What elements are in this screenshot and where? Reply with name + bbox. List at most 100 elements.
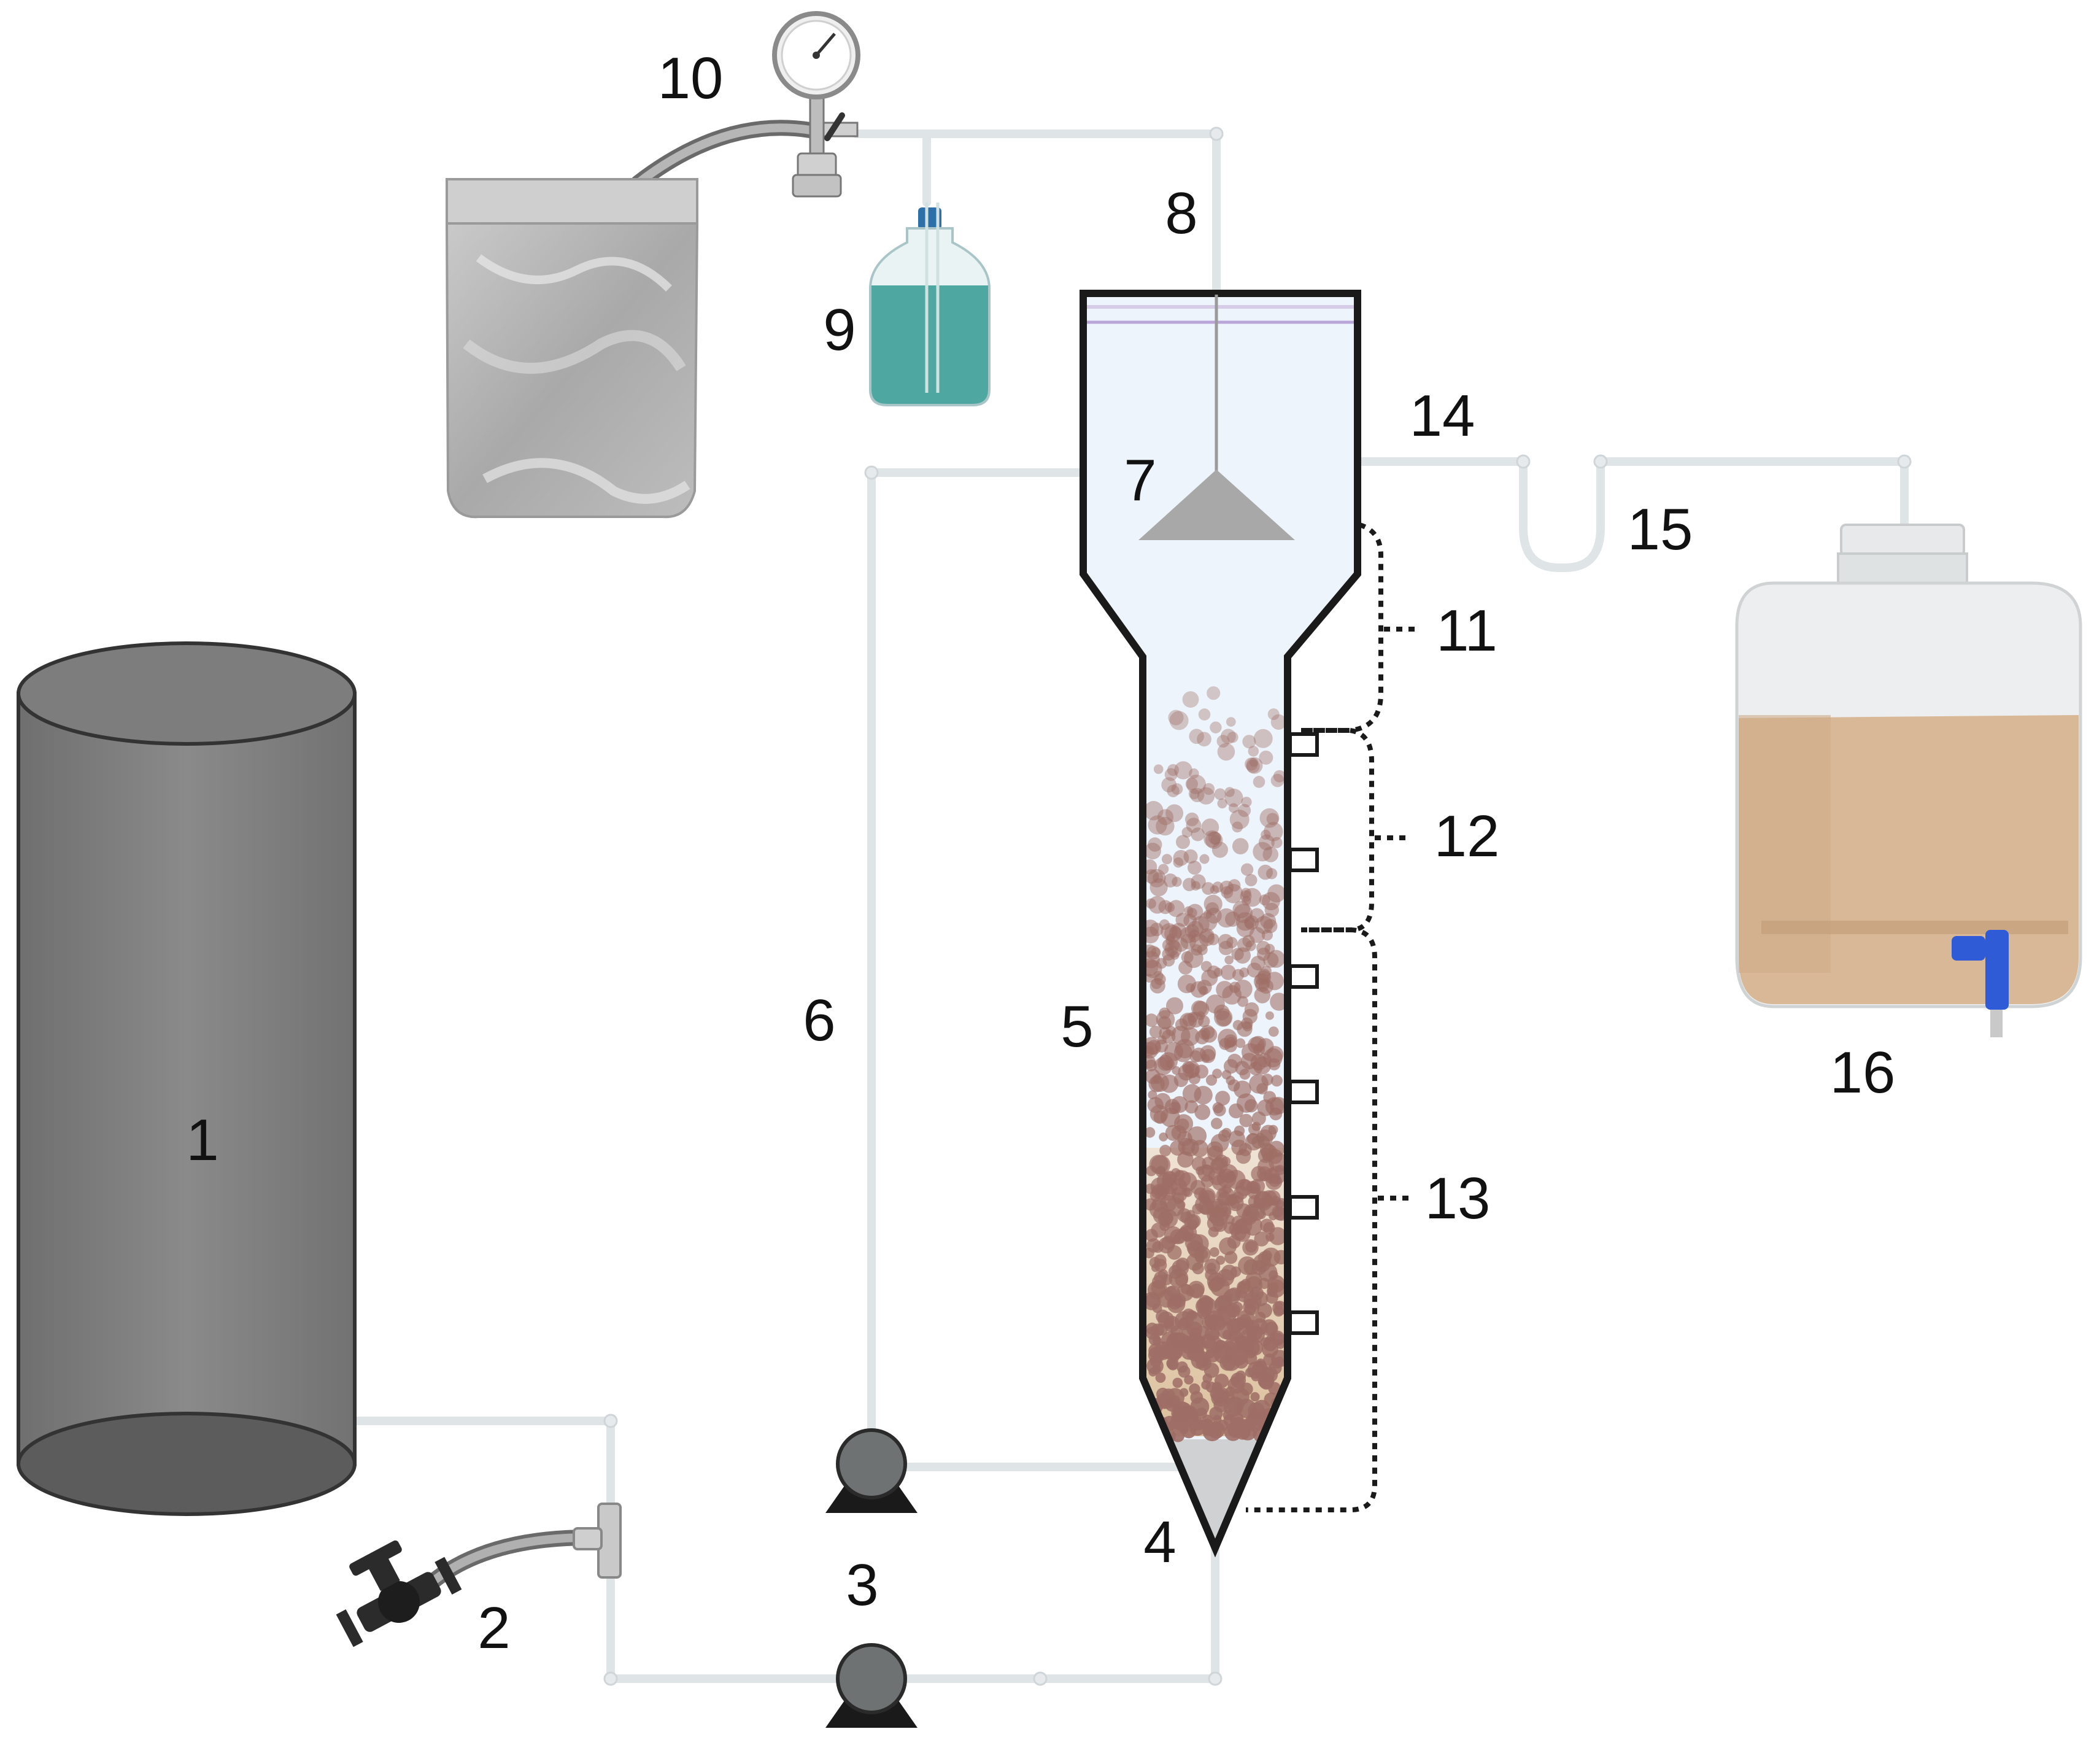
granule	[1167, 1360, 1178, 1371]
label-13: 13	[1425, 1166, 1491, 1231]
granule	[1171, 783, 1183, 795]
granule	[1210, 1134, 1229, 1153]
granule	[1172, 1377, 1183, 1388]
granule	[1259, 808, 1280, 828]
granule	[1227, 732, 1238, 743]
granule	[1232, 838, 1249, 854]
granule	[1184, 948, 1203, 969]
granule	[1169, 711, 1189, 730]
granule	[1258, 1263, 1278, 1282]
label-3: 3	[846, 1552, 878, 1618]
granule	[1267, 950, 1285, 968]
granule	[1260, 1337, 1270, 1347]
granule	[1273, 770, 1286, 783]
granule	[1191, 874, 1206, 889]
granule	[1149, 1256, 1161, 1268]
granule	[1196, 1297, 1213, 1315]
granule	[1248, 1062, 1262, 1075]
granule	[1160, 1395, 1174, 1409]
granule	[1144, 1425, 1162, 1443]
granule	[1157, 1311, 1175, 1328]
granule	[1165, 804, 1184, 822]
feed-tank	[17, 641, 357, 1516]
granule	[1224, 1039, 1237, 1053]
granule	[1231, 1224, 1247, 1241]
label-12: 12	[1434, 803, 1500, 869]
granule	[1226, 717, 1236, 727]
granule	[1211, 1118, 1223, 1129]
granule	[1204, 1258, 1221, 1275]
granule	[1269, 1282, 1279, 1293]
granule	[1263, 919, 1278, 934]
granule	[1190, 1391, 1203, 1404]
granule	[1213, 1217, 1227, 1232]
granule	[1174, 761, 1192, 779]
recirculation-pump	[825, 1428, 918, 1513]
granule	[1191, 827, 1205, 841]
granule	[1239, 1113, 1253, 1128]
granule	[1170, 951, 1180, 960]
granule	[1157, 1054, 1173, 1071]
pressure-gauge	[772, 11, 860, 198]
granule	[1166, 997, 1183, 1015]
label-1: 1	[186, 1107, 218, 1173]
label-14: 14	[1410, 383, 1475, 449]
granule	[1144, 1127, 1156, 1138]
granule	[1207, 686, 1221, 700]
granule	[1145, 1326, 1159, 1340]
granule	[1262, 1152, 1272, 1162]
label-10: 10	[658, 45, 724, 111]
granule	[1258, 1135, 1270, 1148]
granule	[1250, 1286, 1264, 1301]
granule	[1197, 732, 1211, 747]
granule	[1227, 1287, 1242, 1301]
granule	[1232, 821, 1243, 833]
granule	[1180, 1225, 1194, 1240]
granule	[1165, 1099, 1180, 1115]
granule	[1175, 1039, 1195, 1059]
granule	[1143, 801, 1164, 821]
granule	[1190, 981, 1207, 998]
granule	[1159, 1145, 1172, 1157]
granule	[1159, 1132, 1168, 1142]
granule	[1144, 843, 1161, 860]
granule	[1219, 880, 1234, 895]
granule	[1269, 1227, 1287, 1245]
granule	[1205, 1348, 1220, 1363]
effluent-container	[1735, 524, 2082, 1037]
granule	[1237, 803, 1251, 817]
granule	[1262, 846, 1279, 862]
granule	[1190, 787, 1205, 803]
label-4: 4	[1143, 1509, 1176, 1575]
granule	[1194, 1064, 1208, 1079]
granule	[1270, 1075, 1283, 1087]
granule	[1179, 1317, 1189, 1327]
granule	[1227, 1396, 1244, 1414]
granule	[1270, 773, 1285, 787]
granule	[1209, 1406, 1223, 1420]
granule	[1145, 1013, 1158, 1027]
granule	[1201, 1380, 1211, 1390]
granule	[1203, 783, 1215, 795]
granule	[1197, 1164, 1215, 1182]
granule	[1267, 884, 1286, 903]
granule	[1146, 1040, 1162, 1055]
label-15: 15	[1628, 497, 1693, 562]
granule	[1187, 921, 1204, 937]
granule	[1257, 1210, 1266, 1220]
granule	[1149, 1355, 1162, 1367]
granule	[1254, 1231, 1269, 1247]
granule	[1164, 1342, 1182, 1361]
granule	[1253, 776, 1265, 788]
gas-liquid-solid-separator	[1138, 470, 1295, 540]
granule	[1270, 714, 1286, 730]
granule	[1258, 834, 1275, 851]
granule	[1242, 1008, 1258, 1024]
gas-washing-bottle	[869, 203, 991, 406]
granule	[1186, 775, 1206, 794]
granule	[1167, 900, 1185, 918]
granule	[1245, 940, 1256, 951]
granule	[1251, 1361, 1269, 1378]
granule	[1164, 1285, 1181, 1302]
granule	[1244, 1352, 1258, 1365]
